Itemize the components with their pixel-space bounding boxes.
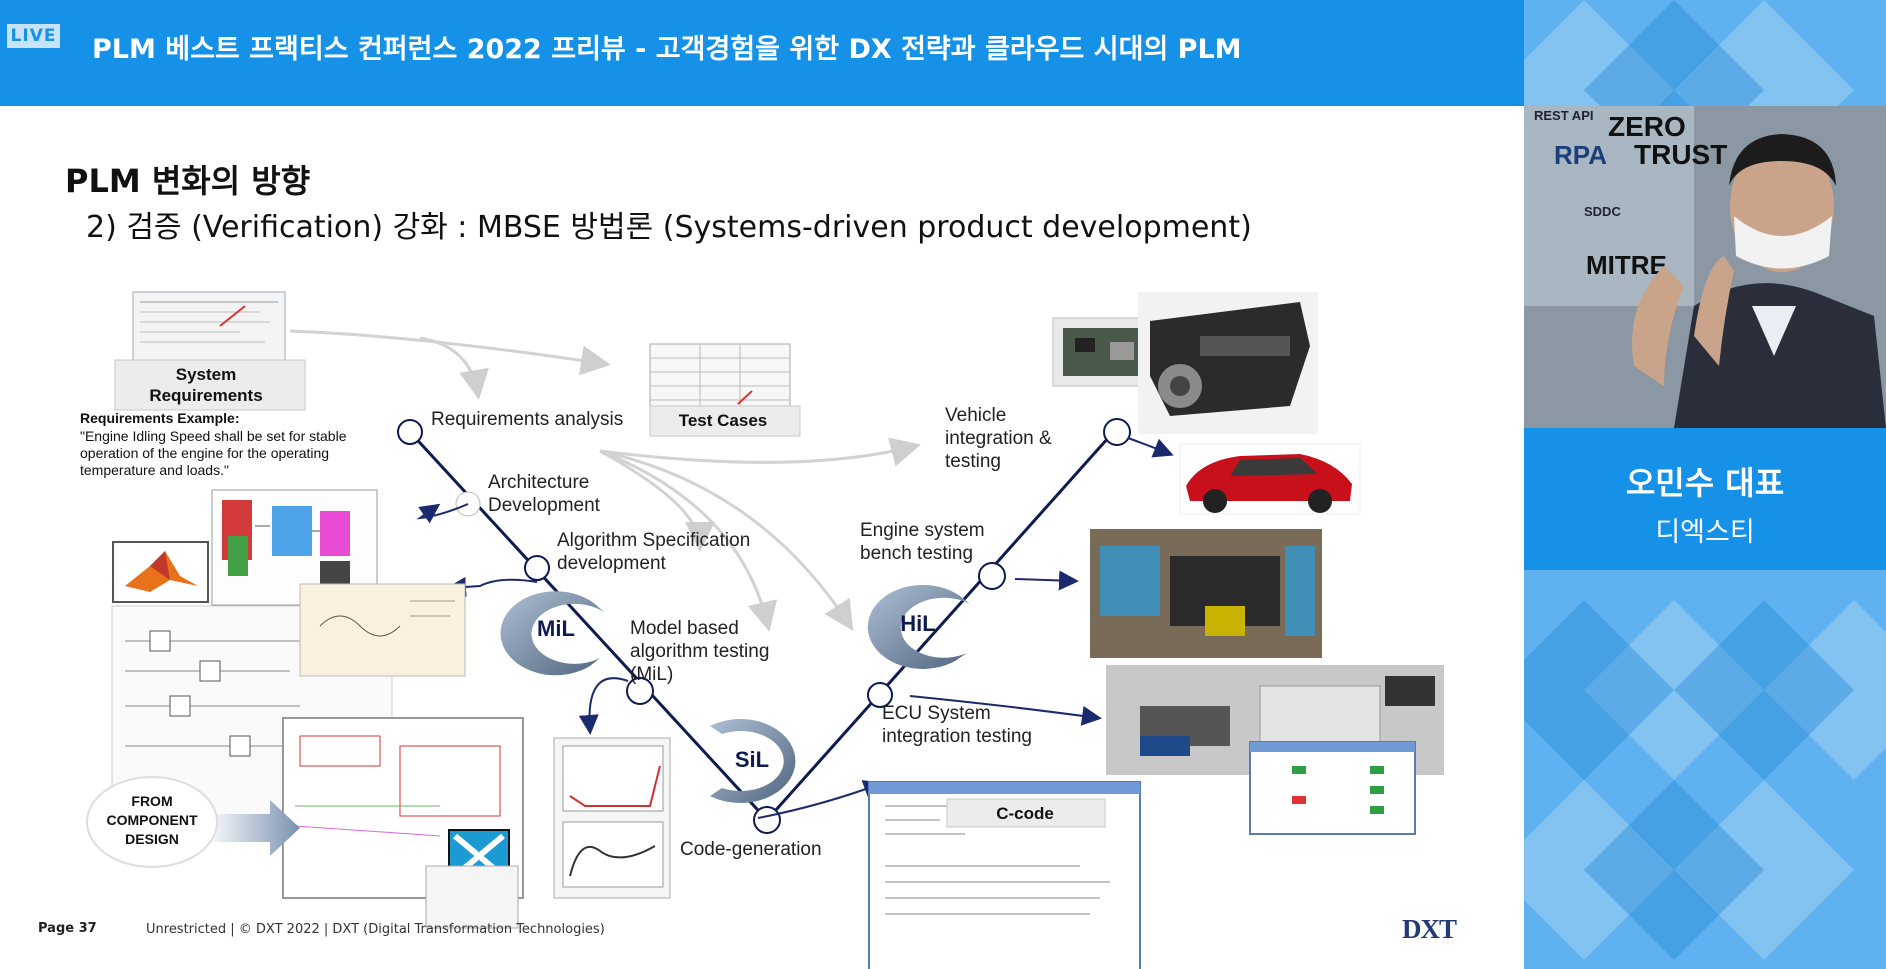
from-component-line2: COMPONENT (107, 812, 198, 828)
from-component-line1: FROM (131, 793, 172, 809)
sil-loop: SiL (710, 719, 795, 803)
speaker-video: REST API ZERO TRUST RPA SDDC MITRE (1524, 106, 1886, 428)
architecture-development-line2: Development (488, 495, 601, 516)
car-photo (1180, 444, 1360, 514)
architecture-development-line1: Architecture (488, 472, 589, 493)
model-based-line1: Model based (630, 618, 739, 639)
broadcast-title: PLM 베스트 프랙티스 컨퍼런스 2022 프리뷰 - 고객경험을 위한 DX… (92, 30, 1242, 70)
c-code-window: C-code (869, 782, 1140, 969)
from-component-line3: DESIGN (125, 831, 179, 847)
requirements-example-line3: temperature and loads." (80, 462, 229, 478)
video-label-mitre: MITRE (1586, 250, 1667, 280)
requirements-analysis-label: Requirements analysis (431, 409, 623, 430)
dxt-logo: DXT (1402, 914, 1456, 945)
system-requirements-line1: System (176, 365, 236, 384)
algorithm-spec-thumbnail (300, 584, 465, 676)
algorithm-spec-line2: development (557, 553, 667, 574)
system-requirements-line2: Requirements (149, 386, 262, 405)
code-generation-label: Code-generation (680, 839, 822, 860)
hil-loop: HiL (868, 585, 970, 669)
video-label-rpa: RPA (1554, 140, 1607, 170)
requirements-example-line2: operation of the engine for the operatin… (80, 445, 329, 461)
video-label-sddc: SDDC (1584, 204, 1621, 219)
mil-label: MiL (537, 616, 575, 641)
engine-bench-line1: Engine system (860, 520, 985, 541)
algorithm-spec-line1: Algorithm Specification (557, 530, 750, 551)
speaker-caption: 오민수 대표 디엑스티 (1524, 428, 1886, 570)
sil-label: SiL (735, 747, 769, 772)
live-badge: LIVE (7, 24, 60, 48)
footer-copyright: Unrestricted | © DXT 2022 | DXT (Digital… (146, 922, 605, 937)
slide: PLM 변화의 방향 2) 검증 (Verification) 강화 : MBS… (0, 106, 1524, 969)
video-label-zero: ZERO (1608, 111, 1686, 142)
matlab-logo-thumbnail (113, 542, 208, 602)
speaker-company: 디엑스티 (1524, 510, 1886, 549)
engine-photo (1138, 292, 1318, 434)
header-banner: LIVE PLM 베스트 프랙티스 컨퍼런스 2022 프리뷰 - 고객경험을 … (0, 0, 1524, 106)
ecu-integration-line2: integration testing (882, 726, 1032, 747)
test-cases-table: Test Cases (650, 344, 800, 436)
requirements-document-thumbnail (133, 292, 285, 362)
vehicle-integration-line1: Vehicle (945, 405, 1006, 426)
speaker-name: 오민수 대표 (1524, 458, 1886, 504)
v-model-diagram: System Requirements Requirements Example… (0, 106, 1524, 969)
engine-bench-line2: bench testing (860, 543, 973, 564)
video-label-trust: TRUST (1634, 139, 1727, 170)
engine-bench-photo (1090, 529, 1322, 658)
hil-label: HiL (900, 611, 935, 636)
requirements-example-line1: "Engine Idling Speed shall be set for st… (80, 428, 347, 444)
mil-loop: MiL (501, 591, 604, 675)
video-label-rest-api: REST API (1534, 108, 1593, 123)
vehicle-integration-line3: testing (945, 451, 1001, 472)
test-software-screenshot (1250, 742, 1415, 834)
model-based-line3: (MiL) (630, 664, 673, 685)
speaker-video-frame: REST API ZERO TRUST RPA SDDC MITRE (1524, 106, 1886, 428)
system-requirements-box: System Requirements (115, 360, 305, 410)
requirement-flow-arrows (290, 331, 915, 626)
model-based-line2: algorithm testing (630, 641, 769, 662)
vehicle-integration-line2: integration & (945, 428, 1052, 449)
test-cases-label: Test Cases (679, 411, 768, 430)
page-number: Page 37 (38, 921, 97, 936)
ecu-integration-line1: ECU System (882, 703, 991, 724)
c-code-label: C-code (996, 804, 1054, 823)
requirements-example-heading: Requirements Example: (80, 410, 240, 426)
